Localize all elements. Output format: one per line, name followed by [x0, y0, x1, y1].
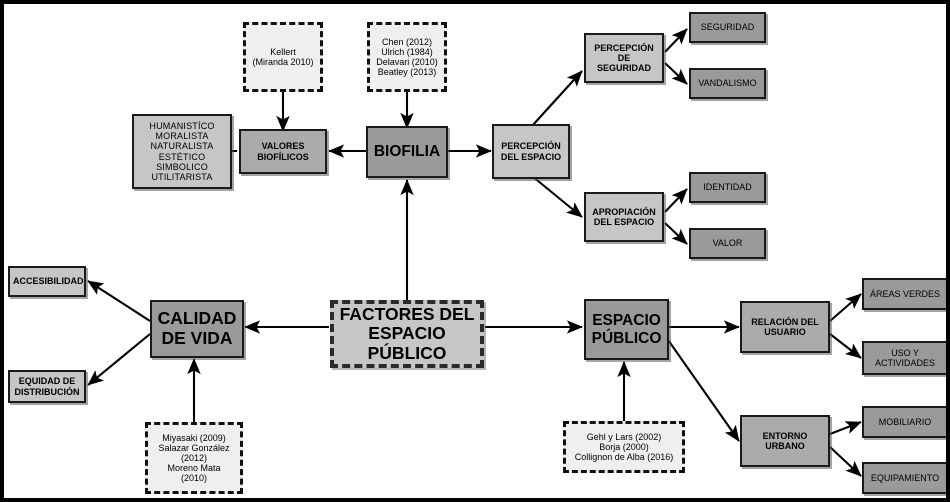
wire-calidad-to-accesibilidad: [87, 280, 151, 322]
vandalismo-text: VANDALISMO: [698, 78, 757, 89]
node-valor: VALOR: [689, 228, 766, 259]
seguridad-text: SEGURIDAD: [700, 22, 755, 33]
node-mobiliario: MOBILIARIO: [862, 406, 946, 438]
areas-verdes-text: ÁREAS VERDES: [869, 288, 941, 299]
node-identidad: IDENTIDAD: [689, 172, 766, 203]
citation-biofilia: Chen (2012)Ulrich (1984)Delavari (2010)B…: [367, 22, 447, 92]
node-accesibilidad: ACCESIBILIDAD: [8, 266, 86, 297]
wire-relacion-to-areas: [829, 293, 862, 322]
node-biofilia: BIOFILIA: [366, 126, 448, 178]
node-vandalismo: VANDALISMO: [689, 68, 766, 99]
citation-espacio-publico: Gehl y Lars (2002)Borja (2000)Collignon …: [563, 421, 685, 473]
citation-kellert-text: Kellert(Miranda 2010): [252, 46, 314, 67]
node-equipamiento: EQUIPAMIENTO: [862, 462, 946, 494]
identidad-text: IDENTIDAD: [703, 182, 752, 193]
accesibilidad-text: ACCESIBILIDAD: [13, 276, 84, 287]
wire-entorno-to-equipamiento: [829, 446, 862, 477]
citation-kellert: Kellert(Miranda 2010): [243, 22, 323, 92]
wire-apropiacion-to-valor: [664, 222, 688, 245]
wire-relacion-to-uso: [829, 333, 862, 359]
citation-biofilia-text: Chen (2012)Ulrich (1984)Delavari (2010)B…: [376, 36, 438, 78]
valor-text: VALOR: [712, 238, 743, 249]
wire-percepcion-to-seguridadbox: [531, 70, 583, 127]
node-seguridad: SEGURIDAD: [689, 12, 766, 43]
wire-calidad-to-equidad: [87, 333, 151, 386]
citation-calidad-de-vida: Miyasaki (2009)Salazar González(2012)Mor…: [145, 422, 243, 494]
citation-calidad-text: Miyasaki (2009)Salazar González(2012)Mor…: [158, 432, 230, 484]
mobiliario-text: MOBILIARIO: [878, 416, 932, 427]
wire-percepcion-to-apropiacion: [531, 175, 583, 218]
wire-apropiacion-to-identidad: [664, 188, 688, 213]
citation-espacio-text: Gehl y Lars (2002)Borja (2000)Collignon …: [574, 431, 674, 463]
node-areas-verdes: ÁREAS VERDES: [862, 278, 946, 310]
biofilia-text: BIOFILIA: [373, 143, 441, 161]
wire-entorno-to-mobiliario: [829, 421, 862, 435]
equipamiento-text: EQUIPAMIENTO: [870, 472, 940, 483]
wire-pseg-to-seguridad: [664, 28, 688, 53]
wire-pseg-to-vandalismo: [664, 62, 688, 85]
